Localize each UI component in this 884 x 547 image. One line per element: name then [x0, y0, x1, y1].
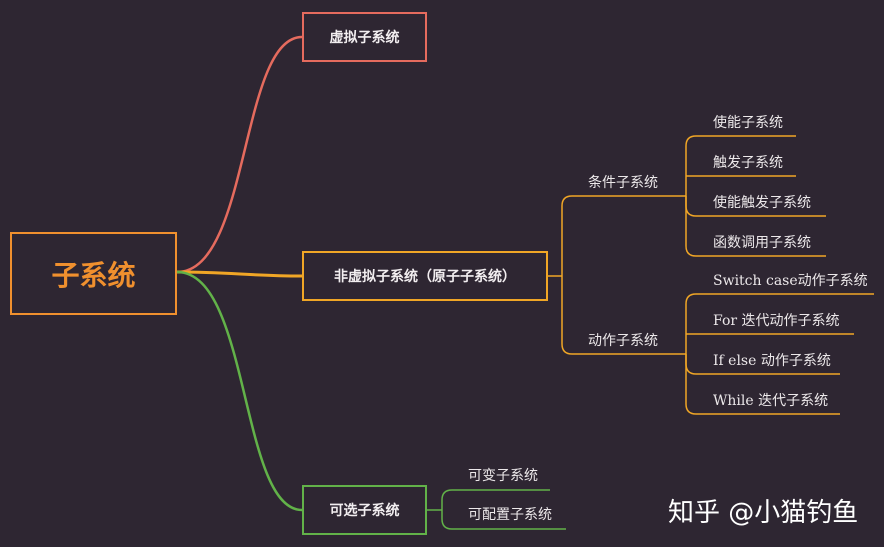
- atomic-subsystem-label: 非虚拟子系统（原子子系统）: [334, 269, 516, 285]
- triggered-subsystem-node[interactable]: 触发子系统: [713, 155, 783, 171]
- virtual-subsystem-label: 虚拟子系统: [329, 30, 400, 46]
- condition-subsystem-node[interactable]: 条件子系统: [588, 175, 658, 191]
- while-iterator-subsystem-node[interactable]: While 迭代子系统: [713, 393, 829, 409]
- enabled-triggered-subsystem-node[interactable]: 使能触发子系统: [713, 195, 811, 211]
- connector-action-items: [672, 293, 874, 415]
- action-subsystem-node[interactable]: 动作子系统: [588, 333, 658, 349]
- enabled-subsystem-node[interactable]: 使能子系统: [713, 115, 783, 131]
- optional-subsystem-node[interactable]: 可选子系统: [302, 485, 427, 535]
- configurable-subsystem-node[interactable]: 可配置子系统: [468, 507, 552, 523]
- connector-root-virtual: [176, 35, 303, 274]
- connector-root-atomic: [176, 270, 303, 278]
- switch-case-action-subsystem-node[interactable]: Switch case动作子系统: [713, 273, 868, 289]
- connector-root-optional: [176, 270, 303, 512]
- root-label: 子系统: [51, 258, 136, 292]
- variant-subsystem-node[interactable]: 可变子系统: [468, 468, 538, 484]
- connector-atomic-groups: [548, 195, 672, 355]
- watermark: 知乎 @小猫钓鱼: [668, 498, 859, 528]
- function-call-subsystem-node[interactable]: 函数调用子系统: [713, 235, 811, 251]
- optional-subsystem-label: 可选子系统: [329, 503, 400, 519]
- if-else-action-subsystem-node[interactable]: If else 动作子系统: [713, 353, 831, 369]
- for-iterator-action-subsystem-node[interactable]: For 迭代动作子系统: [713, 313, 840, 329]
- atomic-subsystem-node[interactable]: 非虚拟子系统（原子子系统）: [302, 251, 548, 301]
- connector-optional-items: [427, 489, 566, 530]
- root-node[interactable]: 子系统: [10, 232, 177, 315]
- virtual-subsystem-node[interactable]: 虚拟子系统: [302, 12, 427, 62]
- connector-condition-items: [672, 135, 826, 257]
